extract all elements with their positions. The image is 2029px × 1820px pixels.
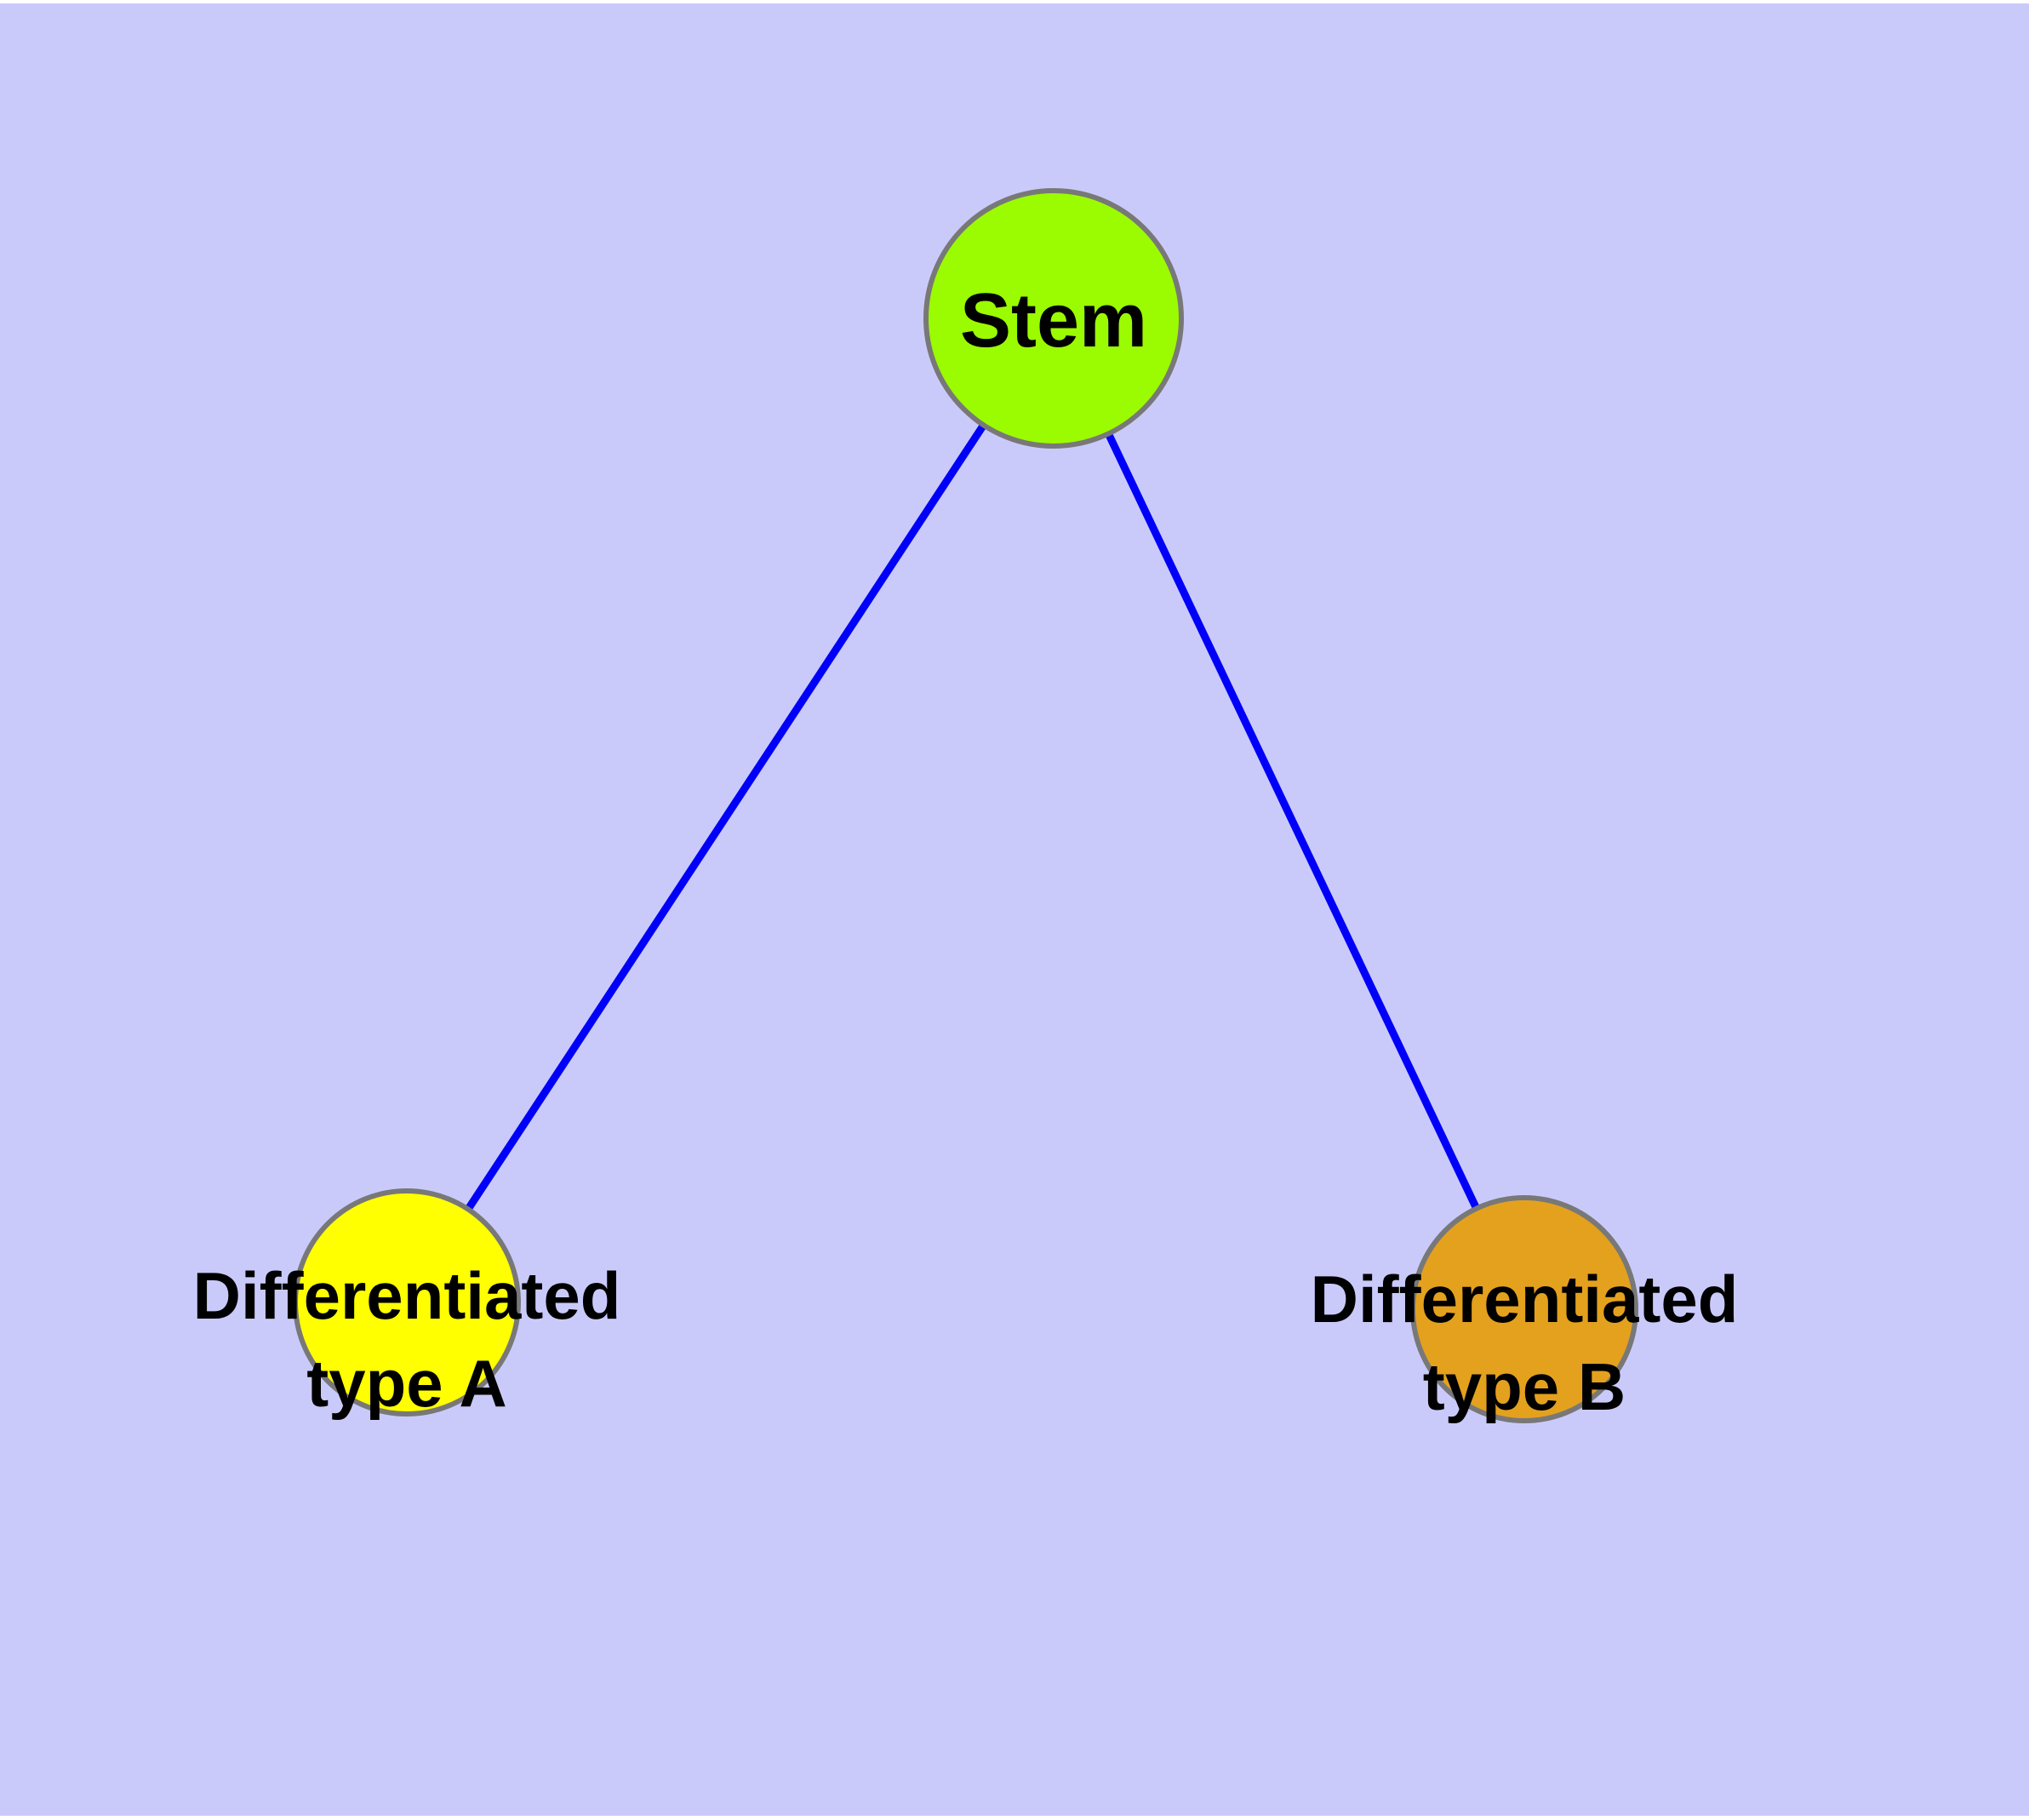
node-type-b xyxy=(1410,1195,1638,1423)
label-group: Stem Differentiated type A Differentiate… xyxy=(193,278,1739,1424)
node-type-b-label-line2: type B xyxy=(1423,1349,1626,1424)
node-type-a-label-line2: type A xyxy=(306,1346,507,1421)
node-stem-label: Stem xyxy=(960,278,1147,363)
node-stem xyxy=(923,188,1184,449)
edge-stem-to-type-a xyxy=(403,316,1057,1305)
node-type-a xyxy=(293,1188,521,1417)
node-type-b-label-line1: Differentiated xyxy=(1311,1262,1739,1336)
node-type-a-label-line1: Differentiated xyxy=(193,1258,621,1333)
node-group xyxy=(293,188,1638,1423)
edge-group xyxy=(403,316,1529,1311)
edge-stem-to-type-b xyxy=(1049,317,1529,1311)
